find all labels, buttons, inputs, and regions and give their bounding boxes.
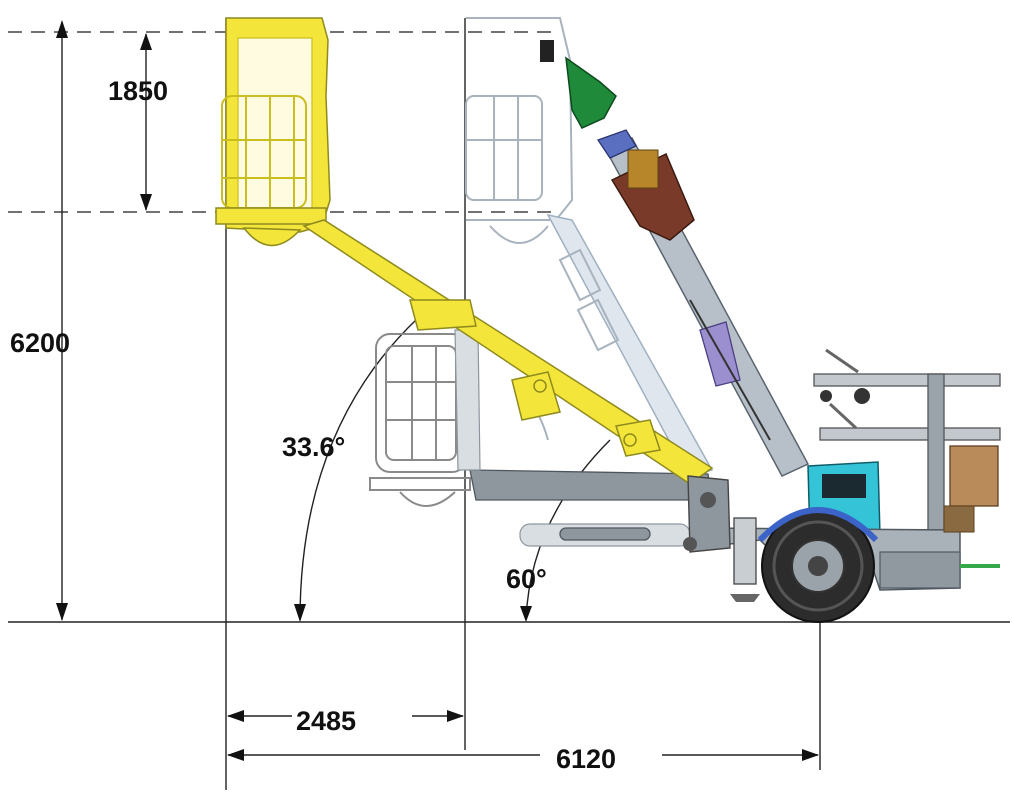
dim-1850-arrow-top [140,33,152,50]
label-total-height: 6200 [10,328,70,358]
green-cradle [565,56,617,129]
platform-ghost-high [465,17,714,477]
engine-box [949,445,999,507]
dim-2485-arrow-left [227,710,244,722]
platform-ghost-low [369,329,713,547]
dim-6200-arrow-bottom [56,603,68,621]
angle-arc-60-arrow [520,606,532,622]
canopy-roof-upper [813,373,1001,387]
platform-low-cage [375,333,467,473]
label-platform-height: 1850 [108,76,168,106]
dim-2485-arrow-right [447,710,464,722]
platform-high-cage [466,17,574,221]
yellow-boom-arm [302,219,714,485]
boom-pivot [687,475,731,553]
label-angle-upper: 60° [506,564,547,594]
dim-6120-arrow-right [802,749,819,761]
front-jack [733,517,757,585]
dim-6200-arrow-top [56,20,68,38]
canopy-roof-lower [819,427,1001,441]
boom-upper-ghost [546,213,714,477]
drill-mast [596,129,810,477]
platform-main-yellow [215,17,714,485]
boom-lower-mast [454,329,481,471]
angle-arc-33-6-arrow [294,604,306,622]
dim-1850-arrow-bottom [140,194,152,211]
label-outreach-offset: 2485 [296,706,356,736]
platform-low-cage-inner [385,345,457,461]
dimension-lines [8,18,1010,790]
dimension-labels: 1850 6200 2485 6120 33.6° 60° [10,76,616,774]
label-angle-lower: 33.6° [282,432,345,462]
label-total-outreach: 6120 [556,744,616,774]
wheel-fender [757,507,879,543]
carrier-vehicle [683,348,1001,623]
dim-6120-arrow-left [227,749,244,761]
angle-arc-33-6 [299,317,419,621]
yellow-platform-floor [215,207,327,225]
